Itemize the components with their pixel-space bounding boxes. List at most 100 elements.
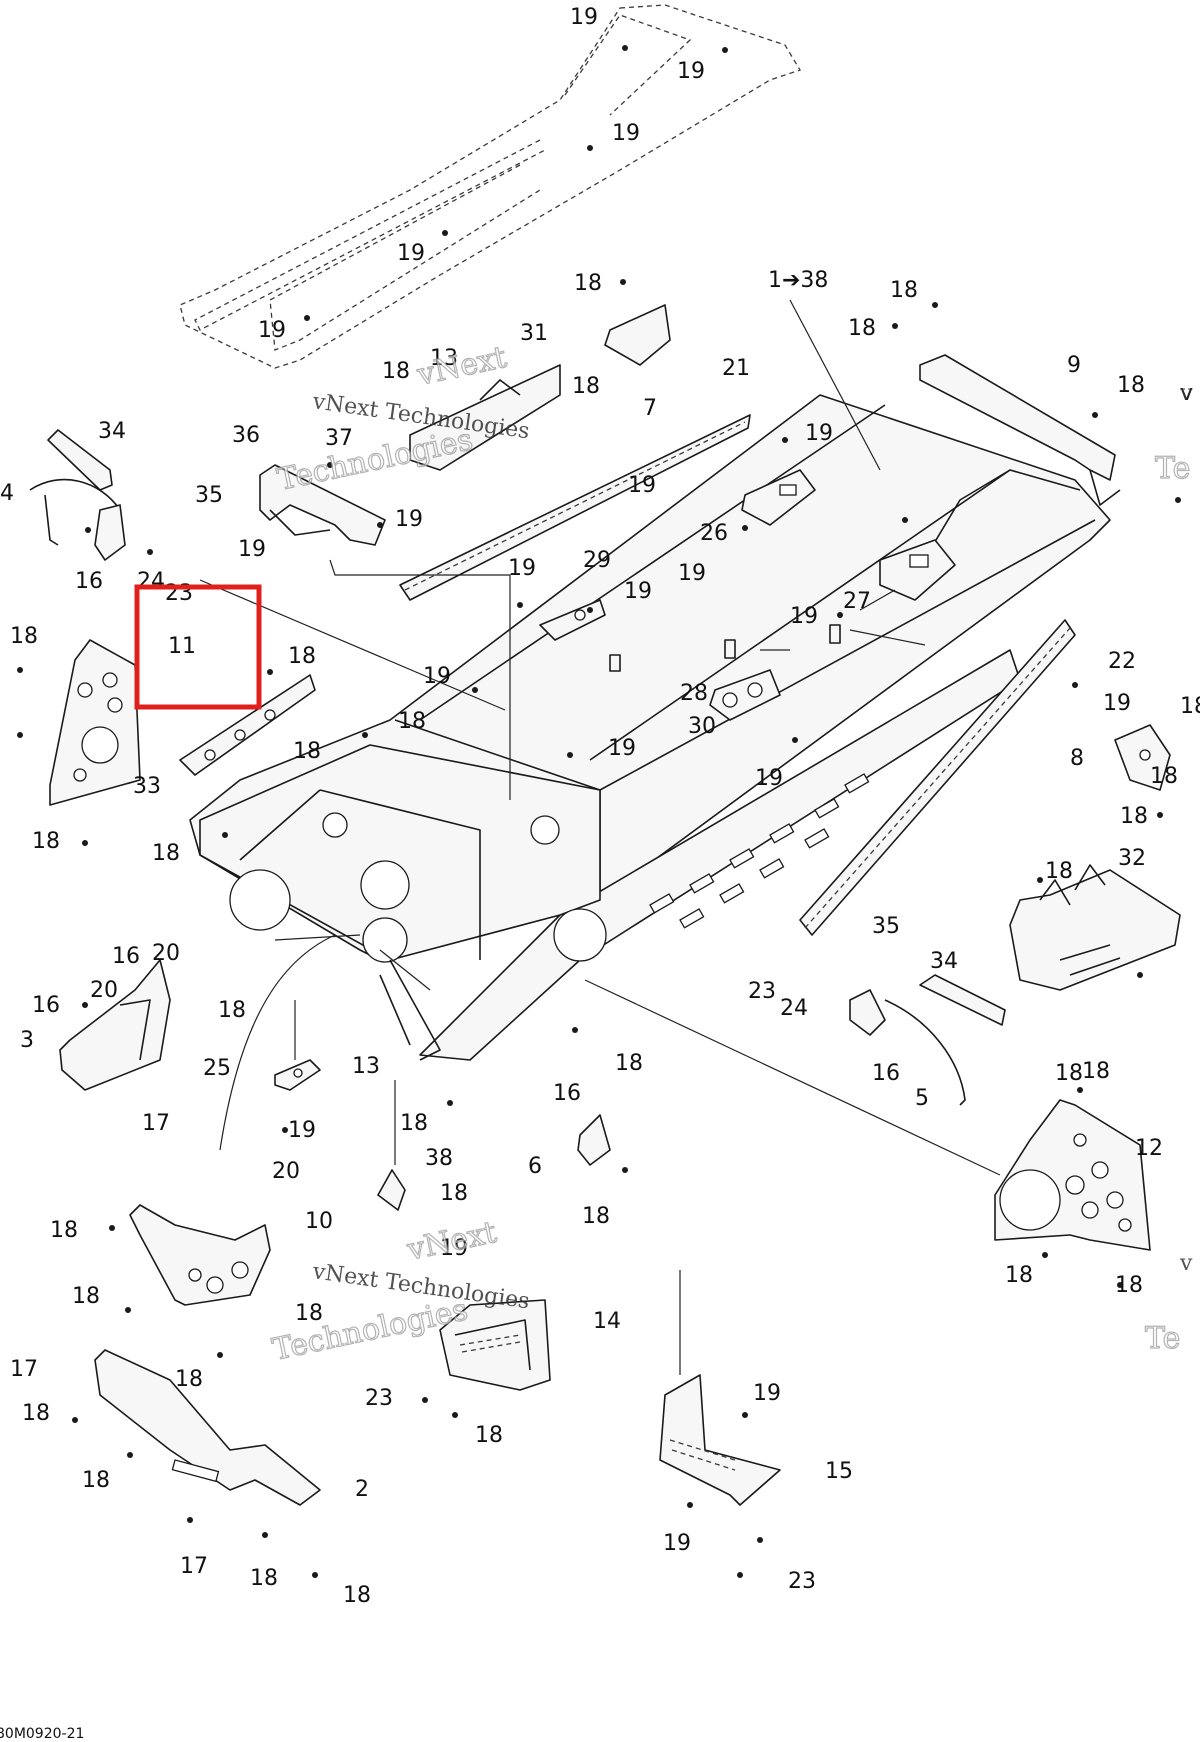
bracket-7-part	[604, 304, 671, 366]
bracket-14-part	[439, 1299, 551, 1391]
crossmember-9-part	[919, 354, 1121, 506]
callout-label: 2	[355, 1477, 369, 1502]
callout-label: 1➔38	[768, 268, 828, 293]
callout-label: 19	[608, 736, 636, 761]
callout-label: 18	[218, 998, 246, 1023]
tunnel-slots	[649, 773, 870, 929]
callout-label: 19	[440, 1236, 468, 1261]
bracket-15-part	[659, 1374, 781, 1506]
callout-label: 23	[748, 979, 776, 1004]
callout-label: 32	[1118, 846, 1146, 871]
callout-label: 17	[142, 1111, 170, 1136]
callout-label: v	[1180, 381, 1193, 406]
callout-label: 18	[848, 316, 876, 341]
watermark-edge: Te	[1145, 1321, 1180, 1356]
bracket-4-mount	[94, 504, 126, 561]
tunnel-part	[189, 394, 1111, 1061]
callout-label: 11	[168, 634, 196, 659]
callout-label: 19	[663, 1531, 691, 1556]
callout-label: 25	[203, 1056, 231, 1081]
callout-label: 23	[365, 1386, 393, 1411]
callout-label: 18	[1120, 804, 1148, 829]
callout-label: 9	[1067, 353, 1081, 378]
leader-lines	[199, 299, 1001, 1375]
callout-label: 34	[930, 949, 958, 974]
heat-exchanger-21-part	[399, 414, 751, 601]
bracket-8-part	[1114, 724, 1171, 791]
drawing-code: 80M0920-21	[0, 1726, 84, 1742]
handle-34-part	[47, 429, 113, 491]
callout-label: 18	[615, 1051, 643, 1076]
callout-label: 18	[1082, 1059, 1110, 1084]
callout-label: 18	[382, 359, 410, 384]
callout-label: 38	[425, 1146, 453, 1171]
callout-label: 18	[22, 1401, 50, 1426]
callout-label: 18	[475, 1423, 503, 1448]
callout-label: 18	[293, 739, 321, 764]
callout-label: 16	[112, 944, 140, 969]
callout-label: 18	[82, 1468, 110, 1493]
callout-label: 33	[133, 774, 161, 799]
callout-label: 18	[440, 1181, 468, 1206]
bracket-3-part	[59, 959, 171, 1091]
callout-label: 18	[1115, 1273, 1143, 1298]
callout-label: 29	[583, 548, 611, 573]
bracket-36-part	[259, 464, 386, 546]
callout-label: 18	[400, 1111, 428, 1136]
handle-5-part	[849, 989, 966, 1106]
callout-label: 19	[624, 579, 652, 604]
callout-label: 23	[788, 1569, 816, 1594]
callout-label: 19	[678, 561, 706, 586]
callout-label: 19	[755, 766, 783, 791]
callout-label: 18	[574, 271, 602, 296]
callout-label: 36	[232, 423, 260, 448]
callout-label: 18	[175, 1367, 203, 1392]
callout-label: 24	[780, 996, 808, 1021]
bracket-31-part	[409, 364, 561, 471]
callout-label: 21	[722, 356, 750, 381]
bracket-30-part	[709, 669, 781, 721]
watermark-edge: Te	[1155, 451, 1190, 486]
callout-label: 17	[180, 1554, 208, 1579]
callout-label: 13	[352, 1054, 380, 1079]
callout-label: 12	[1135, 1136, 1163, 1161]
callout-label: 19	[423, 664, 451, 689]
callout-label: 18	[890, 278, 918, 303]
callout-label: 19	[395, 507, 423, 532]
bracket-26-part	[741, 469, 816, 526]
callout-label: 34	[98, 419, 126, 444]
callout-label: 20	[272, 1159, 300, 1184]
callout-label: 18	[10, 624, 38, 649]
callout-label: 20	[90, 978, 118, 1003]
callout-label: 19	[238, 537, 266, 562]
callout-label: 19	[677, 59, 705, 84]
fastener-markers	[17, 45, 1181, 1578]
bulkhead-12-part	[994, 1099, 1151, 1251]
watermark-line2: Technologies	[274, 422, 475, 498]
bracket-10-part	[129, 1204, 271, 1306]
watermark-edge: v	[1179, 381, 1193, 406]
callout-label: 37	[325, 426, 353, 451]
callout-label: 19	[1103, 691, 1131, 716]
bracket-6-part	[577, 1114, 611, 1166]
callout-label: 26	[700, 521, 728, 546]
callout-label: 19	[612, 121, 640, 146]
callout-label: 30	[688, 714, 716, 739]
callout-label: 28	[680, 681, 708, 706]
callout-label: 18	[582, 1204, 610, 1229]
callout-label: 19	[397, 241, 425, 266]
handle-4-part	[29, 478, 121, 546]
callout-label: 18	[398, 709, 426, 734]
callout-label: 18	[72, 1284, 100, 1309]
callout-label: 18	[1180, 694, 1200, 719]
callout-label: 18	[1045, 859, 1073, 884]
callout-label: 16	[32, 993, 60, 1018]
callout-label: 18	[572, 374, 600, 399]
callout-label: 13	[430, 346, 458, 371]
highlight-box	[134, 584, 262, 710]
rail-2-part	[94, 1349, 321, 1506]
callout-label: 18	[1005, 1263, 1033, 1288]
callout-label: 19	[790, 604, 818, 629]
callout-label: 19	[258, 318, 286, 343]
